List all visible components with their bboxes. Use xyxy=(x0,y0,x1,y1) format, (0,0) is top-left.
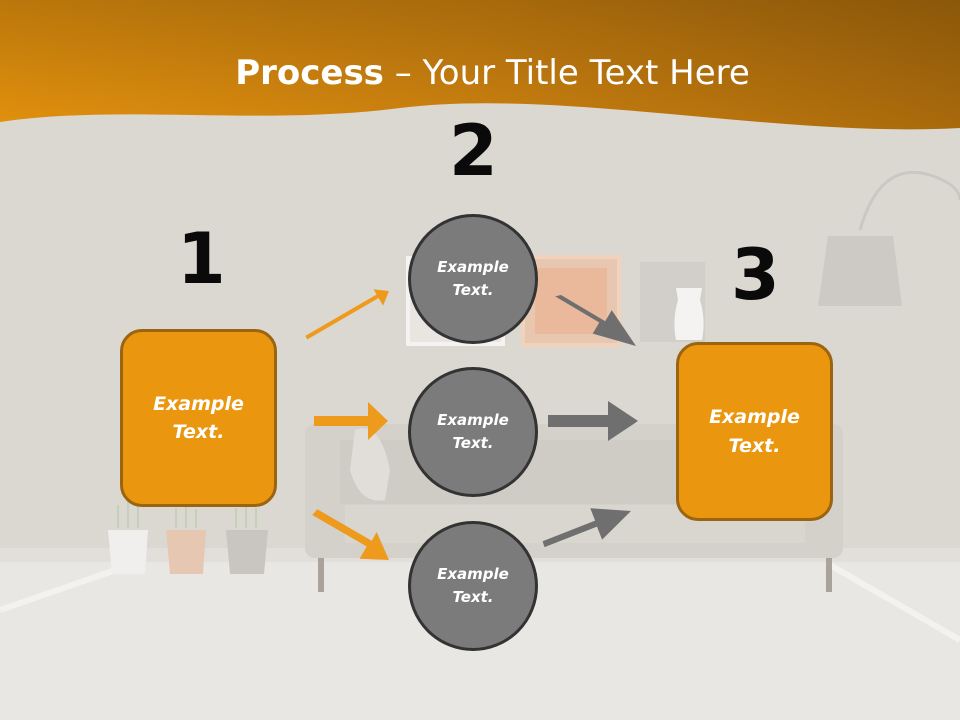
step-2-circle-top: Example Text. xyxy=(408,214,538,344)
arrow-box1-to-circle1 xyxy=(305,289,389,340)
arrow-box1-to-circle3 xyxy=(312,509,389,560)
circle-bottom-text: Example Text. xyxy=(437,564,509,606)
circle-top-text: Example Text. xyxy=(437,257,509,299)
arrow-circle3-to-box3 xyxy=(542,508,631,548)
slide-title-rest: – Your Title Text Here xyxy=(383,53,750,93)
step-number-2: 2 xyxy=(449,110,498,192)
step-2-circle-bottom: Example Text. xyxy=(408,521,538,651)
slide-title: Process – Your Title Text Here xyxy=(0,53,960,93)
step-number-1: 1 xyxy=(177,218,226,300)
step-3-box: Example Text. xyxy=(676,342,833,521)
arrow-circle2-to-box3 xyxy=(548,401,638,441)
arrow-box1-to-circle2 xyxy=(314,402,388,440)
slide-title-bold: Process xyxy=(235,53,384,93)
step-3-text: Example Text. xyxy=(709,406,800,457)
step-number-3: 3 xyxy=(731,234,780,316)
step-1-box: Example Text. xyxy=(120,329,277,507)
step-2-circle-middle: Example Text. xyxy=(408,367,538,497)
circle-middle-text: Example Text. xyxy=(437,410,509,452)
step-1-text: Example Text. xyxy=(153,392,244,444)
arrow-circle1-to-box3 xyxy=(555,295,636,346)
